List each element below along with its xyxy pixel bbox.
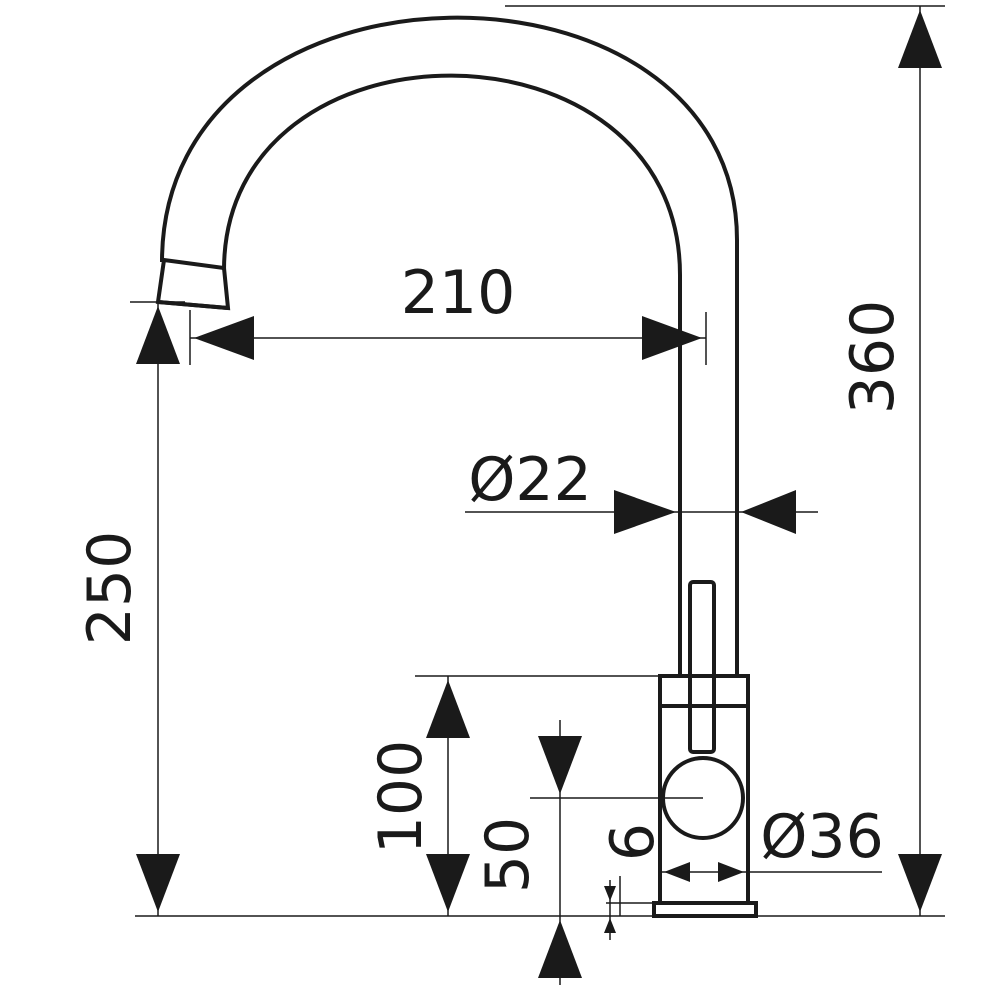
label-spout-reach: 210: [401, 258, 516, 328]
arrow-250-top: [136, 306, 180, 364]
arrow-d36-right: [718, 862, 744, 882]
arrow-210-left: [194, 316, 254, 360]
spout-outer-contour: [160, 15, 739, 676]
arrow-d22-left: [614, 490, 676, 534]
arrow-d36-left: [664, 862, 690, 882]
arrow-210-right: [642, 316, 702, 360]
dimension-labels: 210 Ø22 360 250 100 50 6 Ø36: [75, 258, 908, 893]
arrow-360-bottom: [898, 854, 942, 912]
lever-handle: [688, 580, 716, 754]
label-body-height: 100: [366, 740, 436, 855]
arrow-100-top: [426, 680, 470, 738]
aerator-bottom-edge: [157, 300, 229, 310]
label-spout-height: 250: [75, 531, 145, 646]
base-plate: [652, 901, 758, 918]
label-total-height: 360: [838, 300, 908, 415]
arrow-50-top: [538, 736, 582, 794]
label-base-thickness: 6: [598, 823, 668, 861]
label-body-diameter: Ø36: [760, 802, 884, 872]
arrow-50-bottom: [538, 920, 582, 978]
arrow-6-bottom: [604, 918, 616, 933]
arrow-360-top: [898, 10, 942, 68]
spout-inner-contour: [222, 73, 682, 676]
label-tube-diameter: Ø22: [468, 445, 592, 515]
arrow-6-top: [604, 886, 616, 901]
arrowheads: [136, 10, 942, 978]
arrow-100-bottom: [426, 854, 470, 912]
arrow-d22-right: [741, 490, 796, 534]
faucet-outline: [155, 15, 758, 918]
arrow-250-bottom: [136, 854, 180, 912]
label-lever-axis-height: 50: [473, 817, 543, 893]
aerator: [155, 257, 231, 311]
